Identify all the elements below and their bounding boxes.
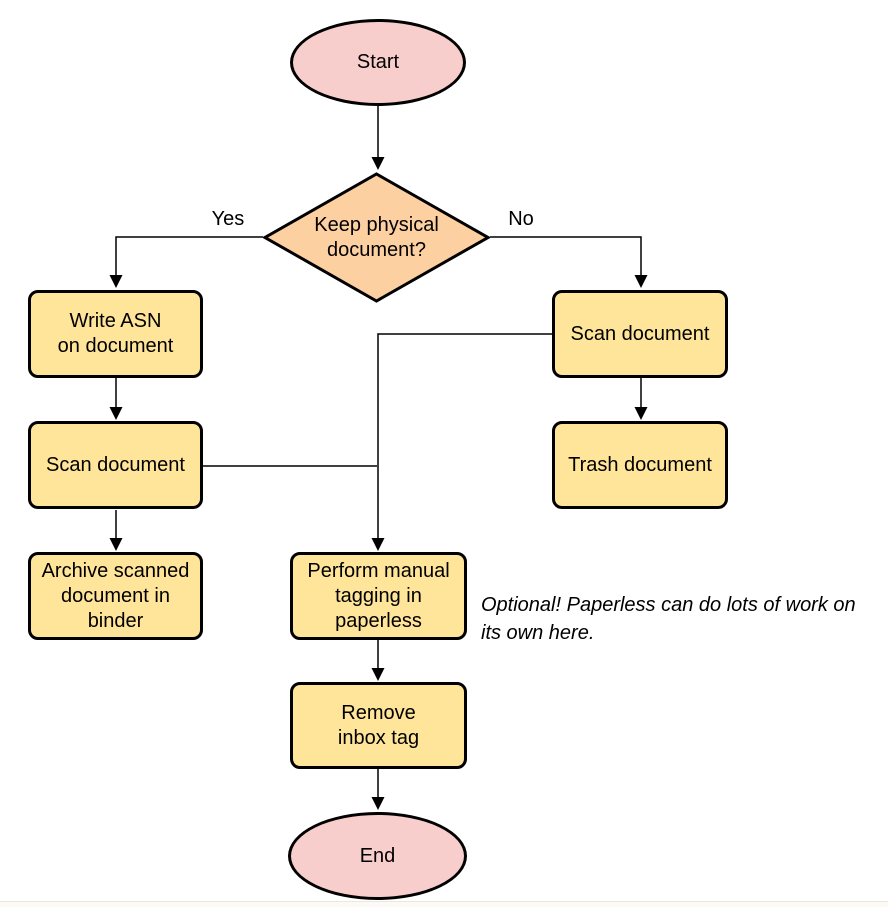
node-decision-label: Keep physical document? [314,213,439,261]
edge-decision-no-to-scan-right [490,236,648,288]
optional-note: Optional! Paperless can do lots of work … [481,594,856,645]
edge-decision-yes-to-write-asn [109,236,263,288]
node-scan-document-right-label: Scan document [570,322,710,345]
node-scan-document-left: Scan document [28,421,203,509]
node-archive-binder: Archive scanned document in binder [28,552,203,640]
node-trash-document-label: Trash document [568,453,712,476]
node-archive-binder-label: Archive scanned document in binder [41,559,190,632]
node-start-label: Start [356,51,400,73]
node-manual-tagging: Perform manual tagging in paperless [290,552,467,640]
node-start: Start [290,19,466,106]
node-trash-document: Trash document [552,421,728,509]
node-manual-tagging-label: Perform manual tagging in paperless [307,559,450,632]
node-end-label: End [359,844,396,867]
page-bottom-divider [0,901,888,907]
edge-scan-right-to-tagging [371,333,552,551]
diamond-shape [263,172,490,303]
node-write-asn: Write ASN on document [28,290,203,378]
edge-label-yes: Yes [211,208,245,230]
edge-label-no: No [508,208,534,230]
node-remove-inbox-tag-label: Remove inbox tag [337,701,420,749]
node-scan-document-left-label: Scan document [46,453,185,476]
node-end: End [288,812,467,900]
node-remove-inbox-tag: Remove inbox tag [290,682,467,769]
node-scan-document-right: Scan document [552,290,728,378]
node-write-asn-label: Write ASN on document [57,310,174,357]
node-decision-keep-physical: Keep physical document? [263,172,490,303]
